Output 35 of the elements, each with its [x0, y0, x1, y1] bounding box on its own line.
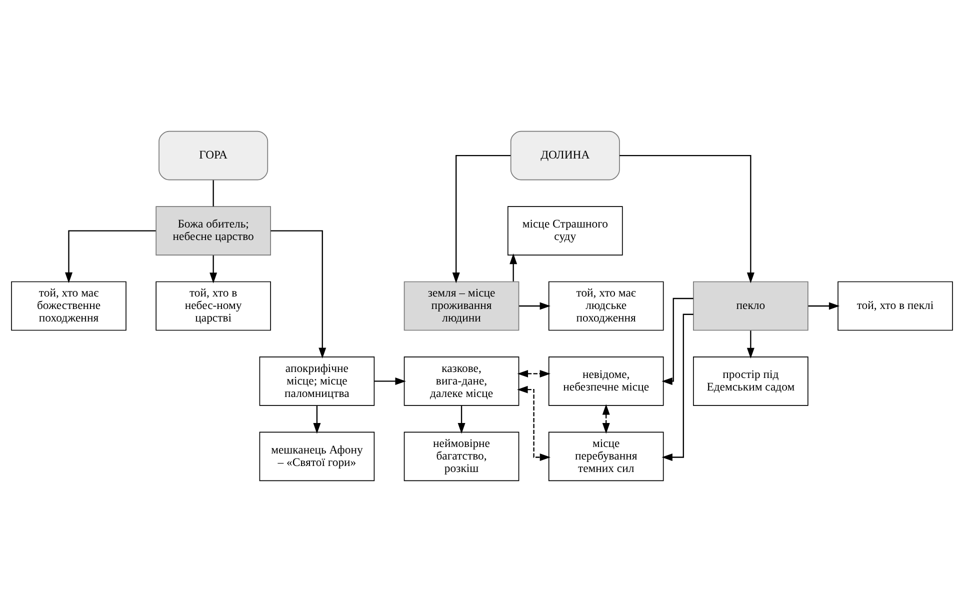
arrow — [746, 330, 754, 359]
arrow — [65, 230, 156, 284]
arrow — [517, 386, 551, 461]
arrow — [662, 298, 694, 385]
arrow — [210, 255, 218, 284]
arrow — [808, 302, 840, 310]
arrow — [510, 253, 518, 282]
node-box: місце перебування темних сил — [548, 432, 664, 482]
node-box: казкове, вига-дане, далеке місце — [404, 356, 520, 406]
node-box: той, хто в небес-ному царстві — [156, 281, 271, 331]
node-box: той, хто має людське походження — [548, 281, 664, 331]
node-box: мешканець Афону – «Святої гори» — [259, 432, 375, 482]
arrow — [458, 406, 466, 434]
arrow — [374, 377, 406, 385]
node-box: невідоме, небезпечне місце — [548, 356, 664, 406]
node-box: ГОРА — [158, 130, 268, 180]
arrow — [662, 314, 694, 461]
node-box: місце Страшного суду — [507, 206, 623, 256]
node-box: простір під Едемським садом — [693, 356, 808, 406]
arrow — [313, 406, 321, 434]
arrow — [270, 230, 326, 358]
node-box: неймовірне багатство, розкіш — [404, 432, 520, 482]
node-box: той, хто має божественне походження — [11, 281, 126, 331]
arrow — [517, 370, 551, 378]
arrow — [602, 404, 610, 434]
node-box: апокрифічне місце; місце паломництва — [259, 356, 375, 406]
arrow — [620, 154, 754, 284]
node-box: пекло — [693, 281, 808, 331]
arrow — [452, 154, 511, 284]
node-box: Божа обитель; небесне царство — [156, 206, 271, 256]
arrow — [519, 302, 551, 310]
node-box: земля – місце проживання людини — [404, 281, 520, 331]
node-box: той, хто в пеклі — [838, 281, 953, 331]
node-box: ДОЛИНА — [510, 130, 620, 180]
connector — [212, 180, 214, 206]
